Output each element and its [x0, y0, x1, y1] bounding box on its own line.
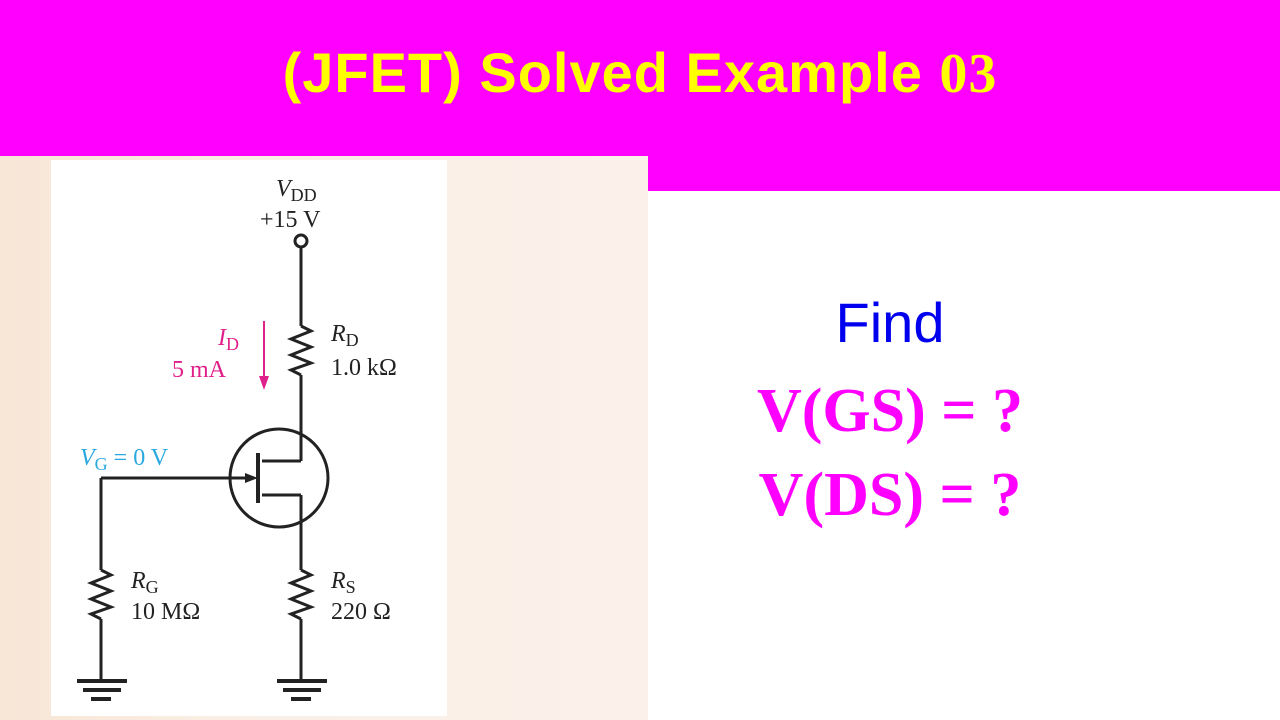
vdd-value: +15 V	[260, 207, 321, 233]
page-title: (JFET) Solved Example 03	[0, 38, 1280, 109]
vg-label: VG= 0 V	[80, 445, 169, 474]
vdd-terminal-icon	[293, 233, 309, 249]
find-heading: Find	[835, 291, 945, 354]
rg-label: RG	[130, 568, 159, 597]
drain-current-label: ID	[217, 325, 239, 354]
question-vgs: V(GS) = ?	[756, 377, 1024, 445]
rs-value: 220 Ω	[331, 599, 391, 625]
title-banner	[0, 0, 1280, 156]
rs-label: RS	[330, 568, 356, 597]
title-prefix: (JFET) Solved Example	[282, 41, 940, 104]
rd-label: RD	[330, 321, 359, 350]
title-number: 03	[939, 43, 998, 105]
rg-resistor-icon	[86, 568, 116, 621]
rs-resistor-icon	[286, 568, 316, 621]
question-vds: V(DS) = ?	[758, 461, 1022, 529]
rg-value: 10 MΩ	[131, 599, 200, 625]
rd-value: 1.0 kΩ	[331, 355, 397, 381]
title-banner-extension	[648, 156, 1280, 191]
gate-arrow-icon	[245, 473, 258, 483]
rd-resistor-icon	[286, 324, 316, 377]
ground-icon	[77, 679, 327, 701]
vdd-label: VDD	[276, 176, 317, 205]
drain-current-value: 5 mA	[172, 357, 227, 383]
